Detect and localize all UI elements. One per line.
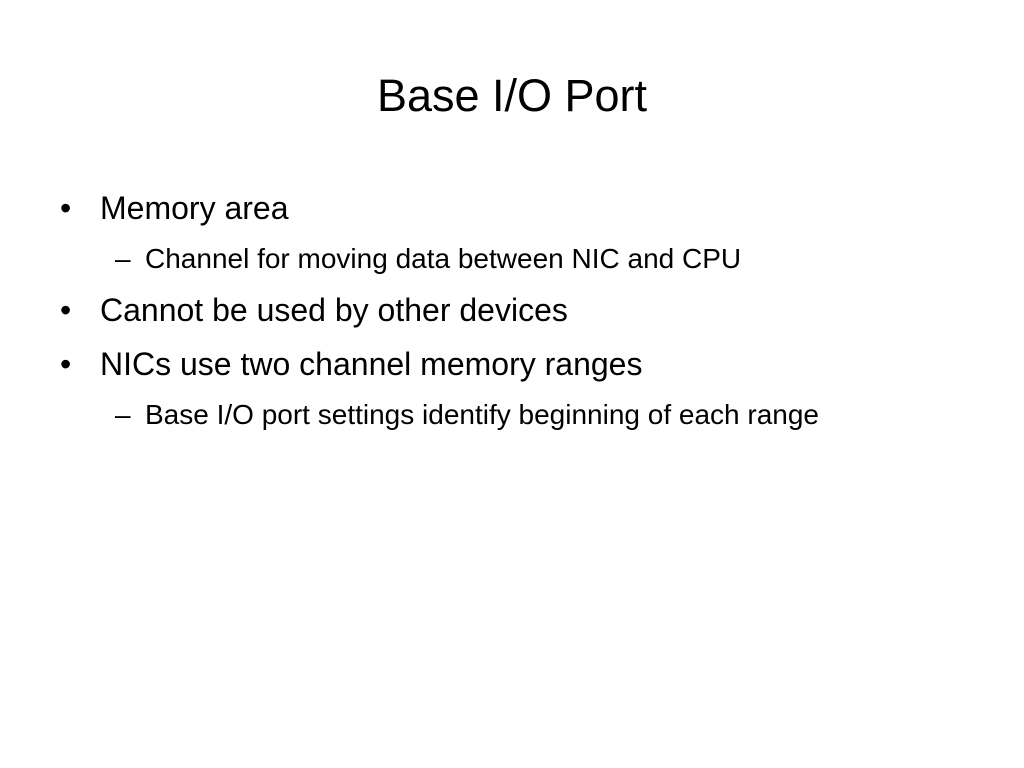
sub-bullet-marker: – [115, 399, 131, 430]
sub-bullet-marker: – [115, 243, 131, 274]
bullet-text: NICs use two channel memory ranges [100, 346, 643, 382]
sub-bullet-text: Base I/O port settings identify beginnin… [145, 399, 819, 430]
slide-title: Base I/O Port [376, 70, 648, 121]
bullet-text: Cannot be used by other devices [100, 292, 568, 328]
bullet-marker: • [60, 190, 72, 226]
bullet-marker: • [60, 346, 72, 382]
bullet-marker: • [60, 292, 72, 328]
bullet-text: Memory area [100, 190, 289, 226]
sub-bullet-text: Channel for moving data between NIC and … [145, 243, 742, 274]
